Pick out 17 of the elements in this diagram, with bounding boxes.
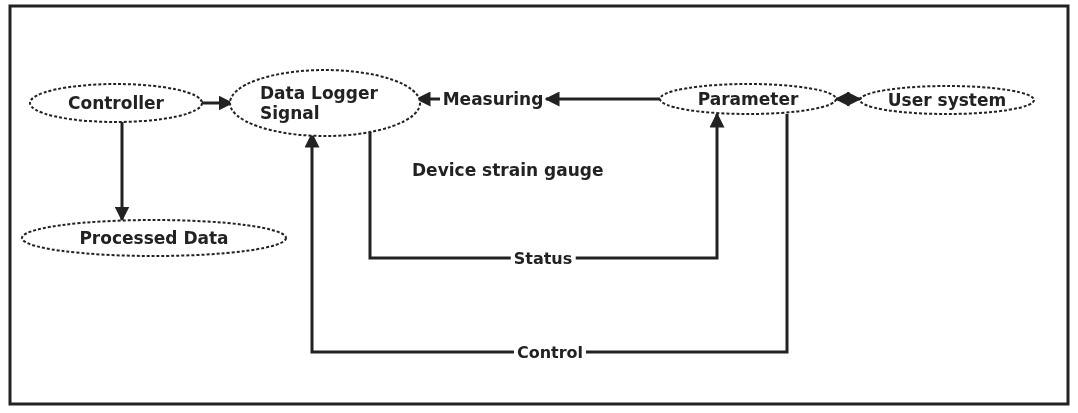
arrow bbox=[544, 91, 660, 107]
ellipse-node bbox=[660, 84, 836, 114]
flow-label: Measuring bbox=[442, 88, 544, 110]
ellipse-node bbox=[230, 70, 420, 136]
node-label: Controller bbox=[68, 92, 164, 114]
arrow bbox=[114, 122, 130, 222]
ellipse-node bbox=[22, 220, 286, 256]
ellipse-node bbox=[30, 84, 202, 122]
node-label: User system bbox=[887, 89, 1007, 111]
arrow bbox=[368, 112, 725, 260]
ellipse-node bbox=[860, 86, 1034, 114]
node-label: Parameter bbox=[697, 88, 799, 110]
arrow bbox=[834, 91, 862, 107]
node-label: Processed Data bbox=[79, 227, 229, 249]
arrow bbox=[304, 114, 789, 354]
node-label: Data Logger Signal bbox=[260, 82, 379, 124]
diagram-label: Device strain gauge bbox=[412, 160, 604, 180]
